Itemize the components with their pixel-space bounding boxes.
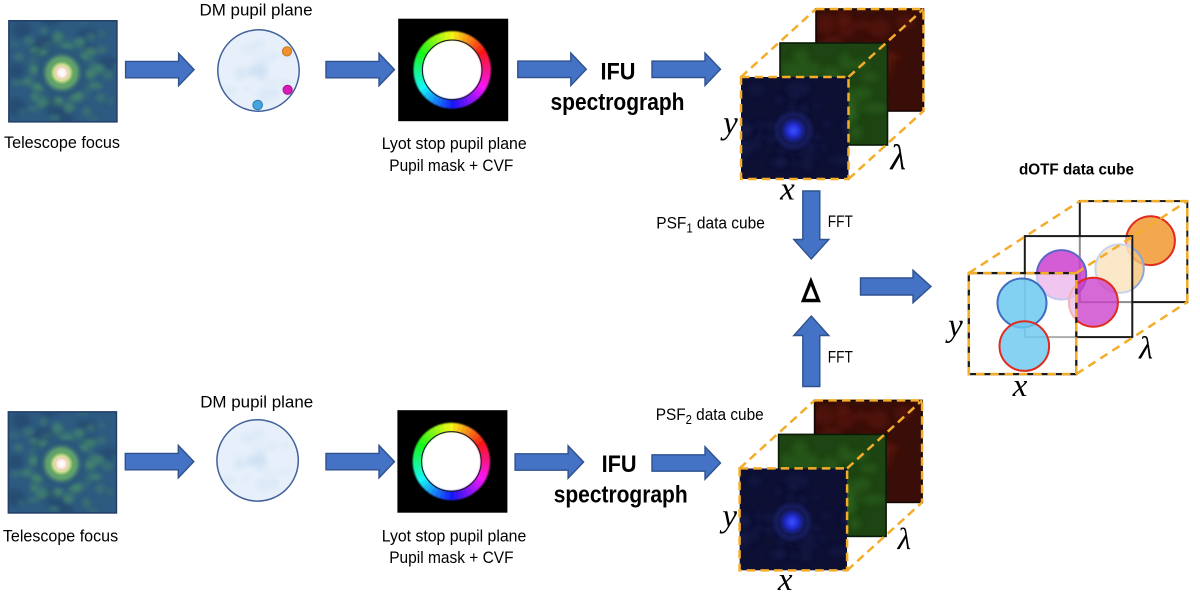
svg-text:IFU: IFU bbox=[601, 58, 636, 85]
svg-text:FFT: FFT bbox=[828, 348, 853, 366]
svg-text:Lyot stop pupil plane: Lyot stop pupil plane bbox=[382, 134, 527, 153]
svg-text:x: x bbox=[777, 562, 793, 594]
svg-text:x: x bbox=[779, 172, 795, 208]
svg-text:spectrograph: spectrograph bbox=[554, 481, 688, 508]
svg-text:y: y bbox=[719, 499, 737, 535]
svg-text:Lyot stop pupil plane: Lyot stop pupil plane bbox=[382, 527, 527, 546]
svg-text:y: y bbox=[720, 106, 738, 142]
svg-text:Telescope focus: Telescope focus bbox=[3, 527, 118, 546]
svg-text:dOTF data cube: dOTF data cube bbox=[1019, 161, 1134, 178]
svg-text:λ: λ bbox=[889, 137, 906, 177]
svg-text:IFU: IFU bbox=[602, 451, 637, 478]
svg-text:y: y bbox=[945, 308, 963, 344]
svg-text:x: x bbox=[1012, 368, 1028, 404]
svg-text:λ: λ bbox=[1138, 330, 1153, 366]
svg-text:PSF1 data cube: PSF1 data cube bbox=[656, 213, 765, 235]
svg-text:spectrograph: spectrograph bbox=[551, 89, 685, 116]
svg-text:Telescope focus: Telescope focus bbox=[4, 133, 120, 152]
svg-text:PSF2 data cube: PSF2 data cube bbox=[656, 405, 764, 427]
svg-text:Pupil mask + CVF: Pupil mask + CVF bbox=[389, 156, 513, 175]
svg-text:DM pupil plane: DM pupil plane bbox=[200, 392, 313, 411]
svg-text:FFT: FFT bbox=[828, 213, 853, 231]
svg-text:Pupil mask + CVF: Pupil mask + CVF bbox=[389, 548, 513, 567]
svg-text:DM pupil plane: DM pupil plane bbox=[200, 0, 313, 19]
svg-text:λ: λ bbox=[897, 521, 911, 556]
